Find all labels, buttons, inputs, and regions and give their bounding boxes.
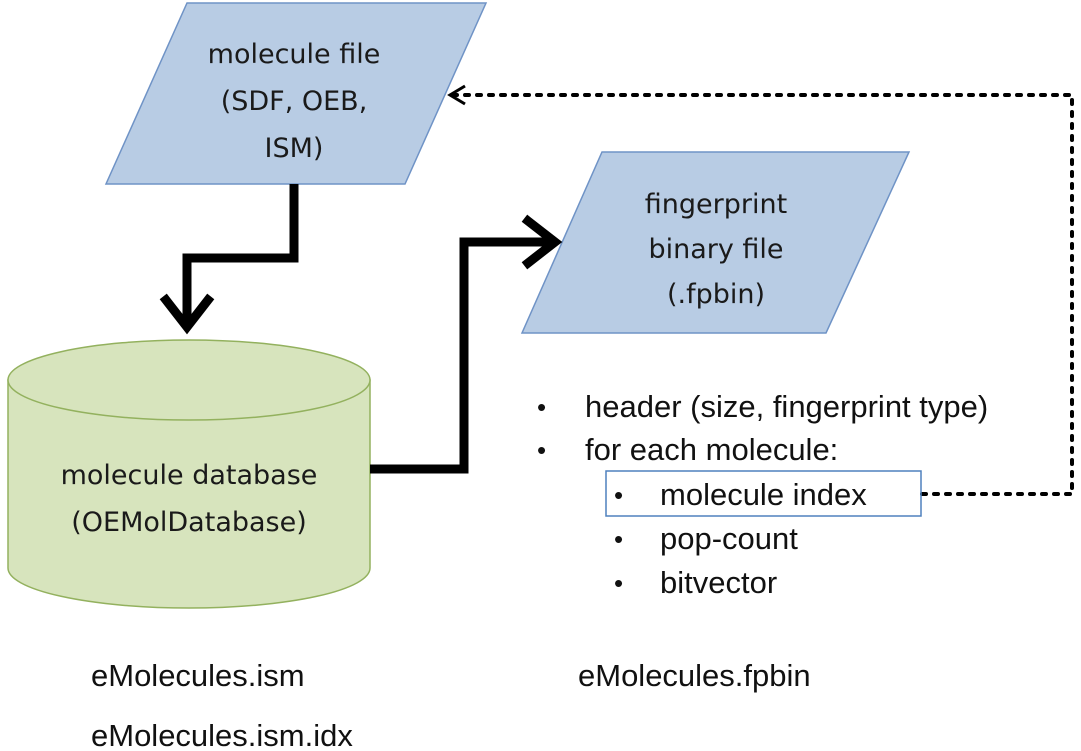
arrow-database-to-fingerprint — [370, 214, 563, 474]
arrow-file-to-database-line — [182, 184, 299, 325]
example-file-fpbin: eMolecules.fpbin — [578, 658, 811, 693]
database-label-line-1: molecule database — [61, 460, 318, 491]
arrow-index-to-molecule-file-head — [447, 84, 466, 106]
arrow-index-to-molecule-file-line — [450, 93, 1074, 496]
example-file-database-ism: eMolecules.ism — [91, 658, 305, 693]
fpbin-contents-list: • header (size, fingerprint type) • for … — [537, 389, 988, 600]
list-bullet: • — [614, 524, 623, 554]
list-subitem-molecule-index: molecule index — [660, 477, 867, 512]
fingerprint-file-label-line-2: binary file — [648, 234, 783, 265]
arrow-database-to-fingerprint-line — [370, 237, 552, 474]
fingerprint-file-shape — [520, 151, 911, 334]
molecule-index-highlight-box — [605, 470, 922, 517]
example-files: eMolecules.ism eMolecules.ism.idx eMolec… — [91, 658, 811, 751]
fingerprint-file-label-line-1: fingerprint — [645, 189, 787, 220]
molecule-file-label-line-2: (SDF, OEB, — [221, 86, 368, 117]
list-bullet: • — [537, 435, 546, 465]
database-label-line-2: (OEMolDatabase) — [71, 507, 307, 538]
list-bullet: • — [614, 480, 623, 510]
list-subitem-bitvector: bitvector — [660, 565, 777, 600]
arrow-database-to-fingerprint-head — [521, 214, 563, 270]
arrow-file-to-database-head — [159, 293, 215, 335]
list-item-header: header (size, fingerprint type) — [585, 389, 988, 424]
database-node: molecule database (OEMolDatabase) — [7, 339, 371, 609]
fingerprint-file-label-line-3: (.fpbin) — [667, 279, 765, 310]
list-bullet: • — [537, 392, 546, 422]
database-cylinder-top — [7, 339, 371, 421]
fingerprint-file-node: fingerprint binary file (.fpbin) — [520, 151, 911, 334]
molecule-file-node: molecule file (SDF, OEB, ISM) — [104, 2, 488, 185]
molecule-file-label-line-1: molecule file — [208, 39, 381, 70]
list-bullet: • — [614, 568, 623, 598]
example-file-database-idx: eMolecules.ism.idx — [91, 718, 353, 751]
molecule-file-label-line-3: ISM) — [265, 133, 324, 164]
list-item-each-molecule: for each molecule: — [585, 432, 838, 467]
arrow-index-to-molecule-file — [447, 84, 1074, 496]
molecule-file-shape — [104, 2, 488, 185]
list-subitem-pop-count: pop-count — [660, 521, 798, 556]
arrow-file-to-database — [159, 184, 299, 335]
database-cylinder-body — [7, 379, 371, 609]
